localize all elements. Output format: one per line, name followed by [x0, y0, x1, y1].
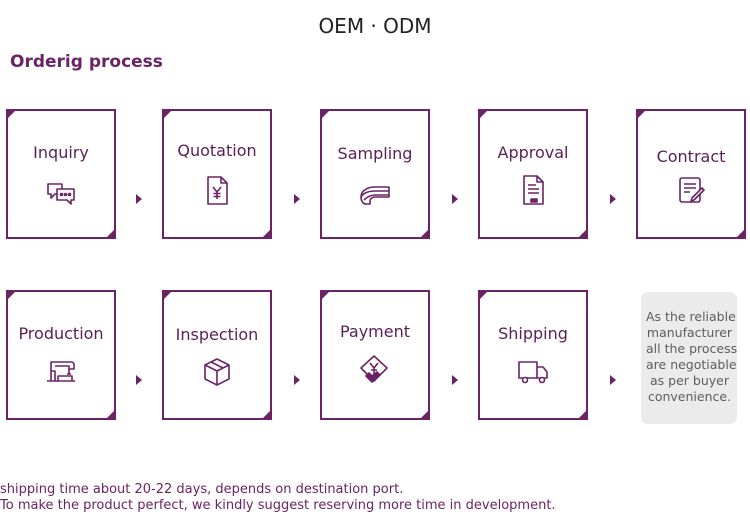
fabric-roll-icon — [358, 175, 392, 209]
sewing-machine-icon — [44, 353, 78, 387]
step-label: Payment — [339, 322, 411, 341]
page-title: OEM · ODM — [318, 14, 432, 38]
step-shipping: Shipping — [478, 290, 588, 420]
flow-arrow — [610, 375, 616, 385]
step-label: Inspection — [175, 325, 259, 344]
flow-arrow — [452, 194, 458, 204]
payment-icon — [358, 352, 392, 386]
flow-arrow — [136, 194, 142, 204]
note-line: all the process — [646, 341, 738, 356]
step-label: Inquiry — [33, 143, 89, 162]
flow-arrow — [294, 375, 300, 385]
note-line: As the reliable — [646, 309, 736, 324]
step-approval: Approval — [478, 109, 588, 239]
note-line: as per buyer — [650, 373, 729, 388]
step-label: Shipping — [498, 324, 568, 343]
flow-arrow — [136, 375, 142, 385]
step-label: Production — [18, 324, 104, 343]
step-label: Contract — [656, 147, 726, 166]
step-inspection: Inspection — [162, 290, 272, 420]
flow-arrow — [452, 375, 458, 385]
step-sampling: Sampling — [320, 109, 430, 239]
chat-bubbles-icon — [44, 175, 78, 209]
box-icon — [200, 355, 234, 389]
footer-development-note: To make the product perfect, we kindly s… — [0, 498, 556, 513]
step-inquiry: Inquiry — [6, 109, 116, 239]
note-line: are negotiable — [646, 357, 737, 372]
step-label: Approval — [497, 143, 569, 162]
stamped-document-icon — [516, 173, 550, 207]
step-quotation: Quotation — [162, 109, 272, 239]
footer-shipping-time: shipping time about 20-22 days, depends … — [0, 482, 404, 497]
step-contract: Contract — [636, 109, 746, 239]
step-label: Quotation — [177, 141, 257, 160]
truck-icon — [516, 354, 550, 388]
note-line: convenience. — [647, 389, 732, 404]
step-payment: Payment — [320, 290, 430, 420]
signed-contract-icon — [674, 173, 708, 207]
flow-arrow — [610, 194, 616, 204]
step-production: Production — [6, 290, 116, 420]
note-line: manufacturer — [646, 325, 733, 340]
section-title: Orderig process — [10, 52, 163, 72]
flow-arrow — [294, 194, 300, 204]
note-box: As the reliable manufacturer all the pro… — [641, 292, 737, 424]
step-label: Sampling — [337, 144, 413, 163]
yen-document-icon — [200, 173, 234, 207]
